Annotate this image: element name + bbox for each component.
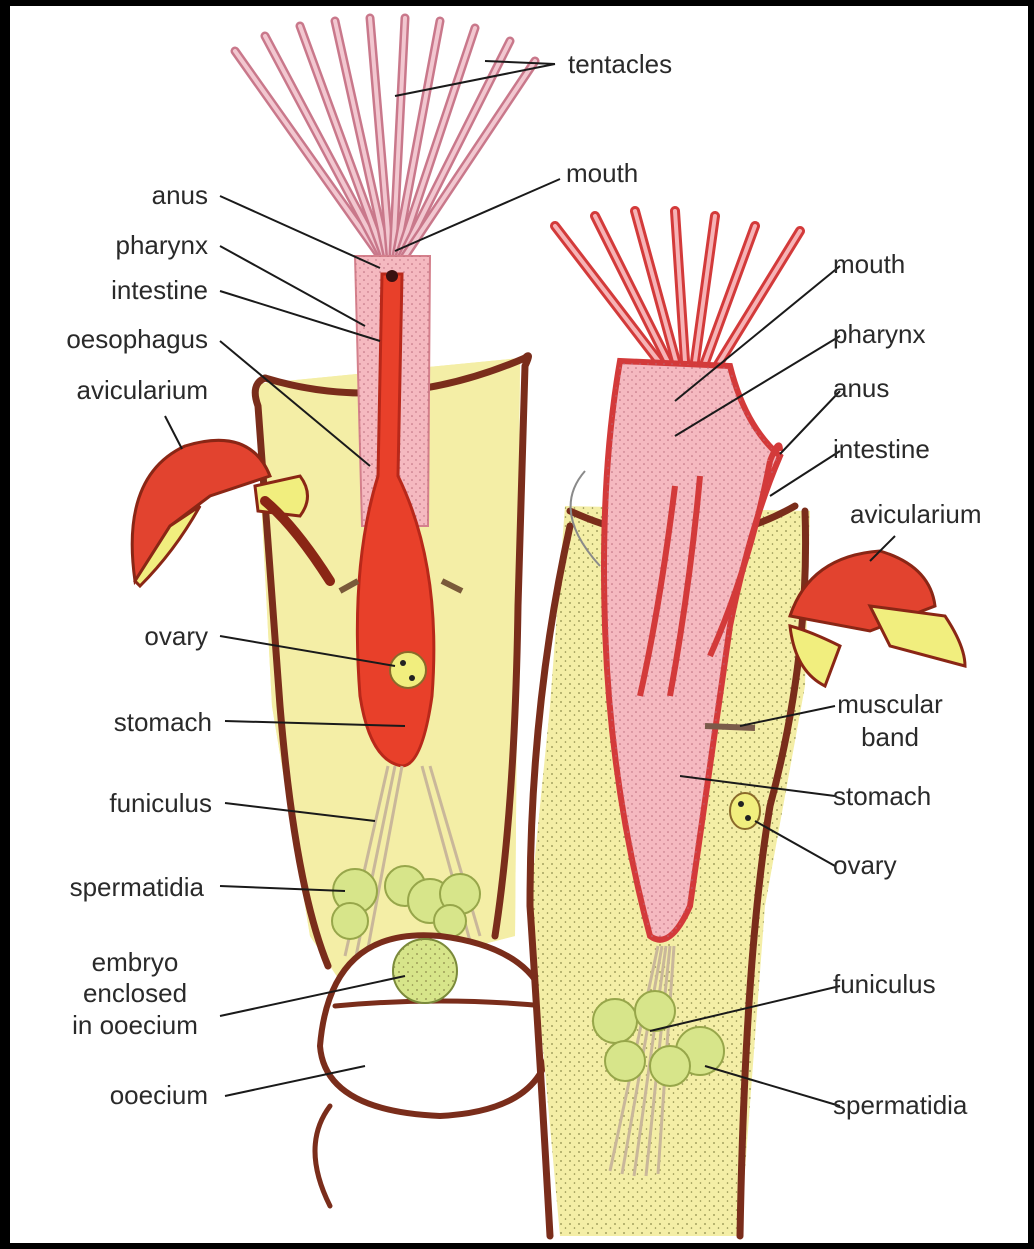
right-avicularium <box>790 551 965 686</box>
label-muscular-line2: band <box>861 722 919 752</box>
label-oesophagus: oesophagus <box>66 324 208 354</box>
label-embryo-line2: enclosed <box>83 978 187 1008</box>
right-ovary <box>730 793 760 829</box>
label-stomach-right: stomach <box>833 781 931 811</box>
label-mouth-top: mouth <box>566 158 638 188</box>
bryozoan-diagram: tentacles mouth anus pharynx intestine o… <box>10 6 1028 1243</box>
label-embryo-line3: in ooecium <box>72 1010 198 1040</box>
label-anus-left: anus <box>152 180 208 210</box>
left-anus-opening <box>386 270 398 282</box>
label-avicularium-left: avicularium <box>77 375 209 405</box>
label-intestine-right: intestine <box>833 434 930 464</box>
label-spermatidia-right: spermatidia <box>833 1090 968 1120</box>
label-pharynx-right: pharynx <box>833 319 926 349</box>
diagram-canvas: tentacles mouth anus pharynx intestine o… <box>10 6 1028 1243</box>
label-muscular-line1: muscular <box>837 689 943 719</box>
label-ooecium: ooecium <box>110 1080 208 1110</box>
label-embryo-line1: embryo <box>92 947 179 977</box>
label-mouth-right: mouth <box>833 249 905 279</box>
label-ovary-left: ovary <box>144 621 208 651</box>
label-funiculus-left: funiculus <box>109 788 212 818</box>
label-spermatidia-left: spermatidia <box>70 872 205 902</box>
right-muscular-band <box>705 726 755 728</box>
label-ovary-right: ovary <box>833 850 897 880</box>
label-funiculus-right: funiculus <box>833 969 936 999</box>
left-tentacles <box>235 18 535 256</box>
label-tentacles: tentacles <box>568 49 672 79</box>
left-ovary <box>390 652 426 688</box>
label-anus-right: anus <box>833 373 889 403</box>
right-tentacles <box>555 211 800 381</box>
label-avicularium-right: avicularium <box>850 499 982 529</box>
label-pharynx-left: pharynx <box>116 230 209 260</box>
label-intestine-left: intestine <box>111 275 208 305</box>
label-stomach-left: stomach <box>114 707 212 737</box>
